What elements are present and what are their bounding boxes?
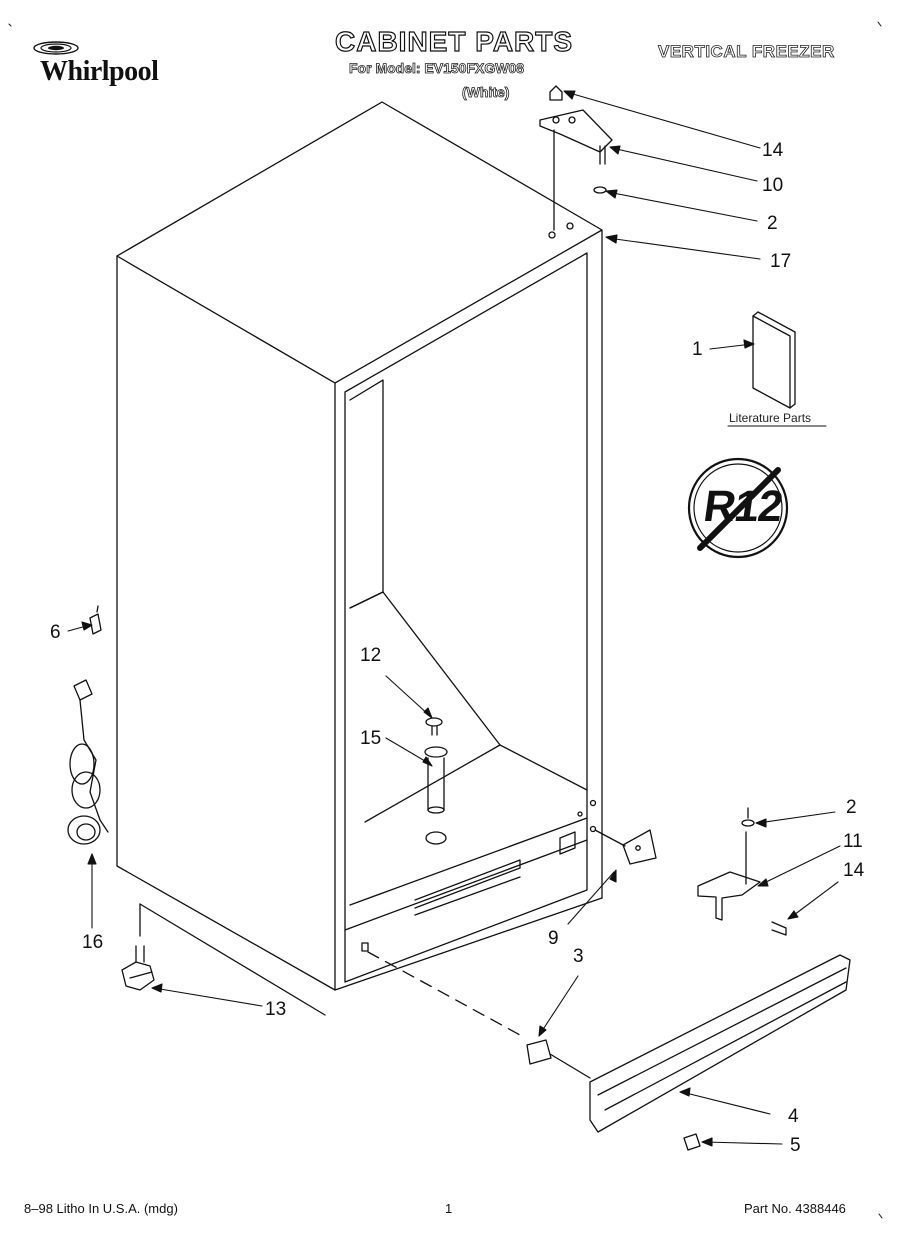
callout-16: 16 [82,932,104,953]
callout-15: 15 [360,728,382,749]
page-title: CABINET PARTS [334,25,574,57]
callout-14-bottom: 14 [843,860,865,881]
callout-17: 17 [770,251,792,272]
callout-2-top: 2 [767,213,778,234]
literature-parts-label: Literature Parts [729,411,812,425]
scan-marks [9,22,882,1218]
footer-print-info: 8–98 Litho In U.S.A. (mdg) [24,1201,178,1216]
callout-10: 10 [762,175,784,196]
whirlpool-swirl-icon [33,41,79,55]
brand-logo: Whirlpool [30,36,190,87]
callout-2-bottom: 2 [846,797,857,818]
callout-4: 4 [788,1106,799,1127]
drain-parts [425,718,447,813]
left-side-parts [68,606,154,990]
callout-9: 9 [548,928,559,949]
literature-booklet [728,312,826,426]
callout-3: 3 [573,946,584,967]
callout-1: 1 [692,339,703,360]
page-number: 1 [445,1201,453,1216]
brand-name: Whirlpool [40,56,159,87]
category-label: VERTICAL FREEZER [658,42,835,62]
r12-badge-text: R12 [700,482,786,531]
callout-12: 12 [360,645,382,666]
bottom-hinge-assembly [595,808,786,935]
callout-5: 5 [790,1135,801,1156]
callout-11: 11 [843,831,863,852]
model-line: For Model: EV150FXGW08 [349,60,525,77]
cabinet-body [117,102,602,1015]
callout-leaders [68,91,840,1146]
callout-6: 6 [50,622,61,643]
kickplate-assembly [368,952,850,1150]
part-number: Part No. 4388446 [744,1201,846,1216]
no-r12-badge-icon [689,459,787,557]
callout-13: 13 [265,999,287,1020]
color-line: (White) [462,84,510,101]
top-hinge-assembly [540,86,612,230]
callout-14-top: 14 [762,140,784,161]
